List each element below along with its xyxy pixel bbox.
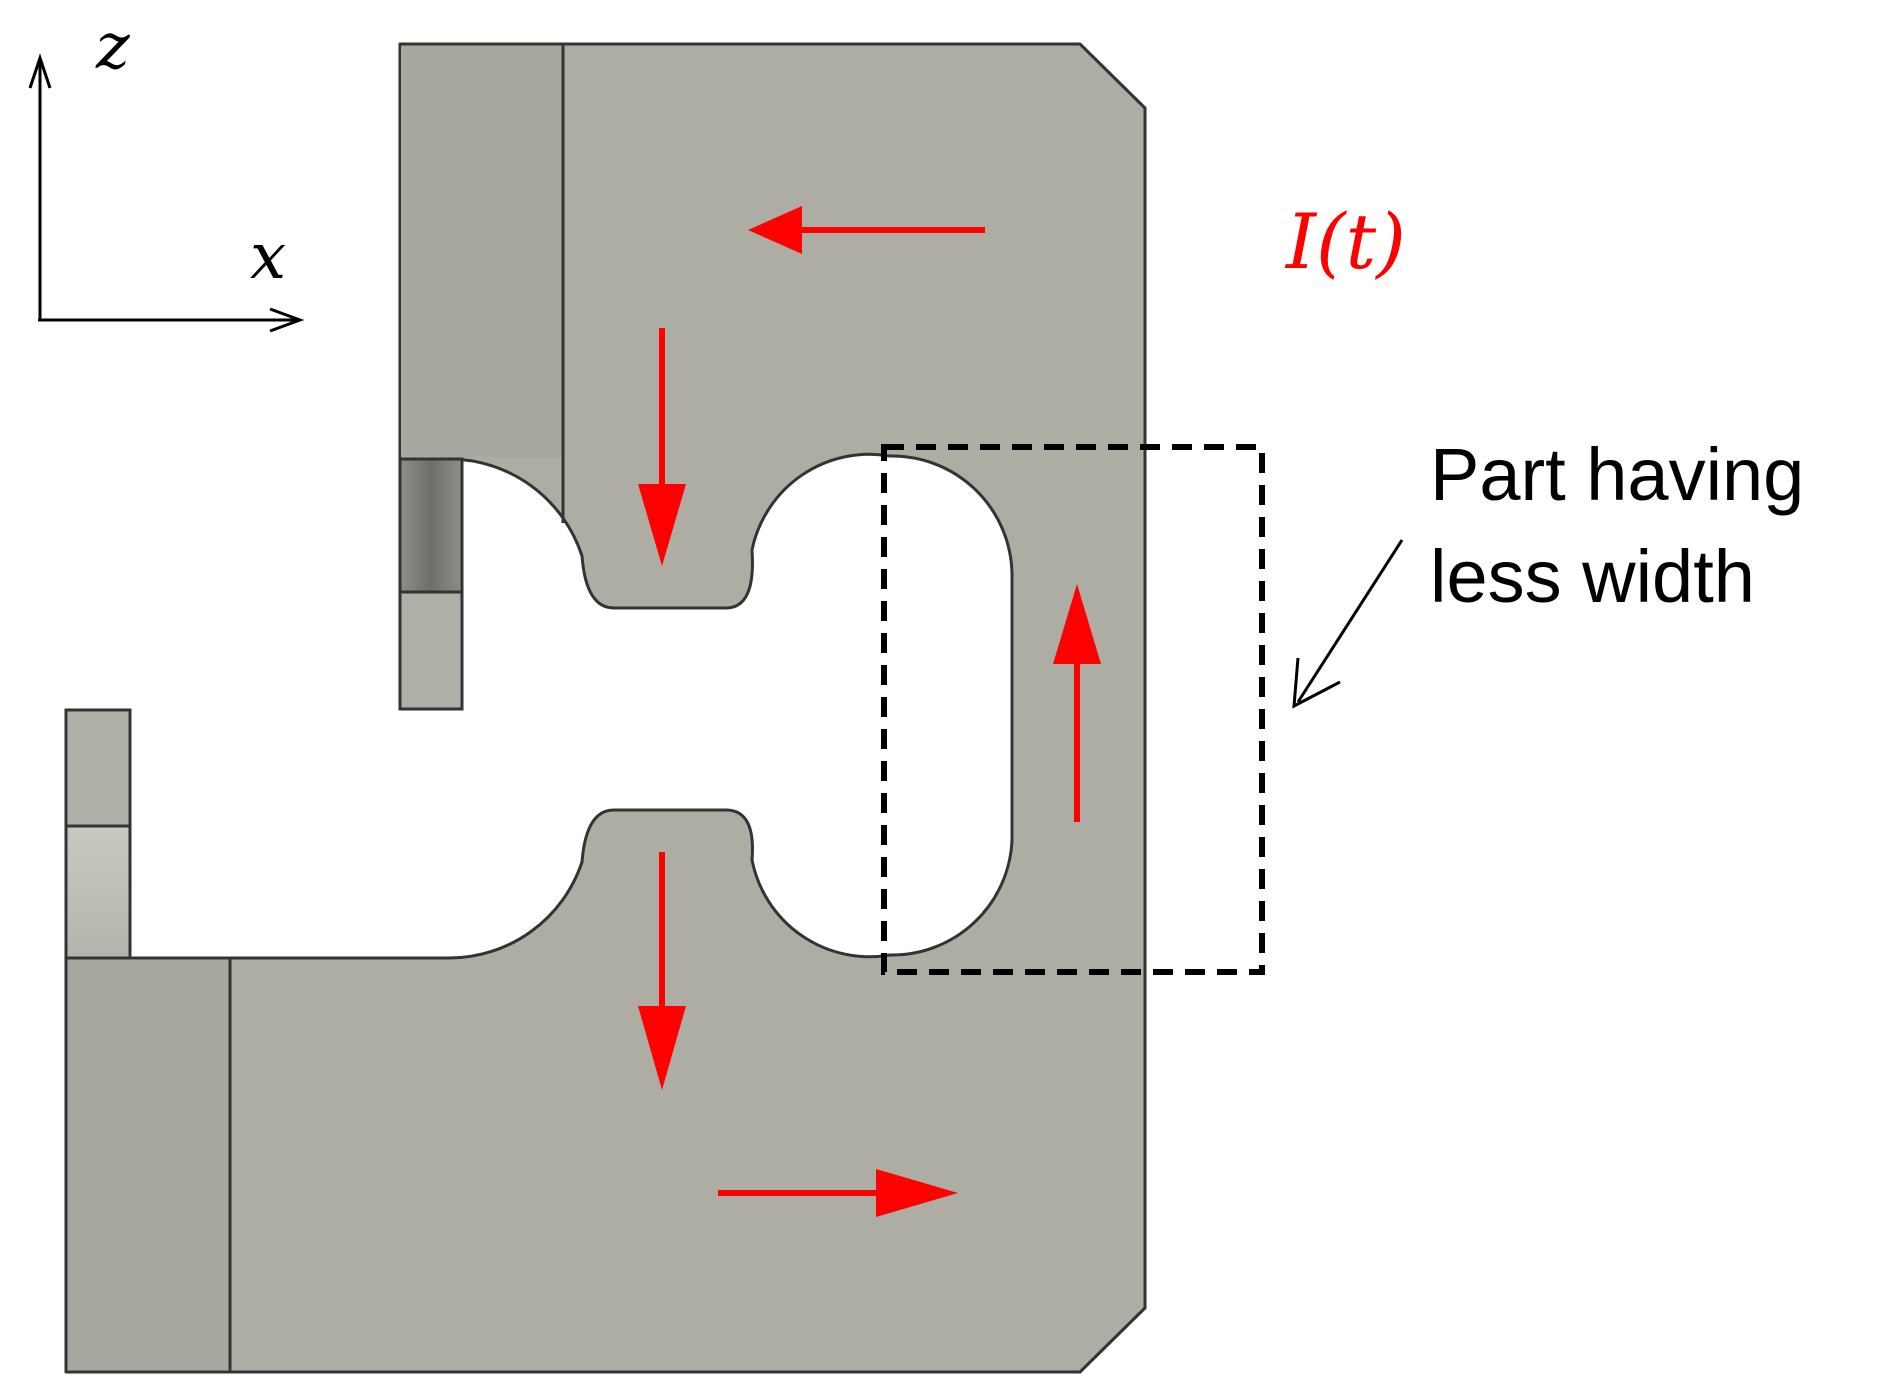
annotation-pointer-line [1296, 539, 1404, 703]
current-arrows [638, 206, 1101, 1217]
x-axis-label: x [250, 220, 286, 294]
lower-tab-bottom [64, 824, 132, 960]
conductor-plate [64, 42, 1147, 1374]
lower-tab-top [64, 708, 132, 828]
lower-left-strip [68, 960, 230, 1370]
coordinate-axes: z x [28, 10, 305, 333]
annotation: Part having less width [1292, 433, 1804, 709]
upper-tab-light [398, 590, 464, 711]
current-arrow-left [748, 206, 985, 254]
current-arrow-up [1053, 584, 1101, 822]
z-axis-arrowhead [28, 53, 52, 89]
x-axis-arrowhead [269, 307, 305, 333]
upper-tab-dark [398, 457, 464, 594]
z-axis-label: z [95, 10, 131, 84]
upper-tab [398, 457, 464, 711]
current-label: I(t) [1284, 197, 1406, 286]
current-arrow-down-upper [638, 328, 686, 566]
current-arrow-right [718, 1169, 958, 1217]
narrow-section-highlight-box [881, 444, 1265, 975]
lower-tab [64, 708, 132, 960]
annotation-pointer-arrowhead [1292, 657, 1341, 709]
annotation-line-2: less width [1430, 535, 1755, 618]
annotation-line-1: Part having [1430, 433, 1804, 516]
upper-left-strip [401, 46, 563, 457]
current-arrow-down-lower [638, 852, 686, 1090]
